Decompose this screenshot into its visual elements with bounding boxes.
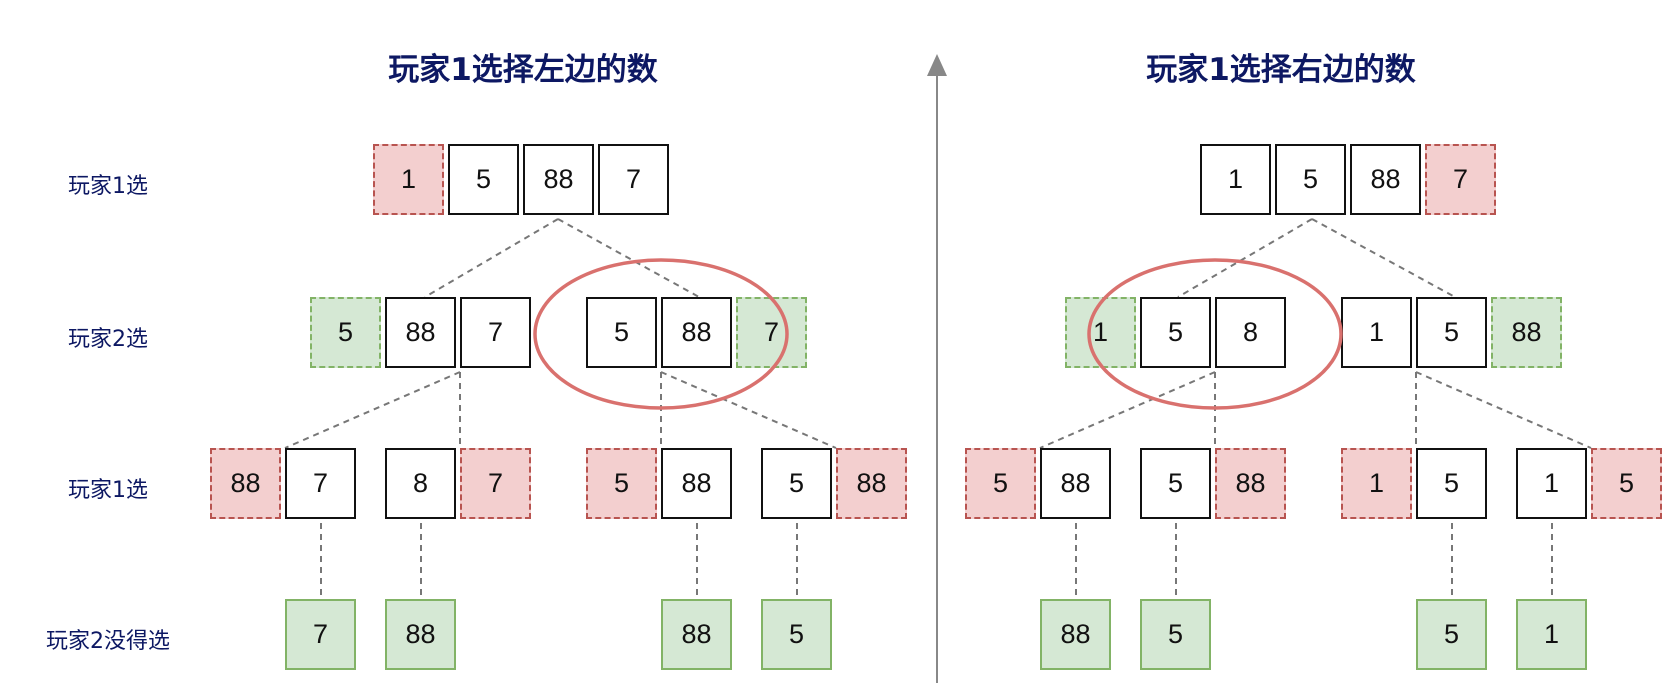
cell-picked: 1: [1341, 448, 1412, 519]
cell-remaining: 5: [1275, 144, 1346, 215]
cell-picked: 88: [1215, 448, 1286, 519]
connector-line: [660, 371, 837, 449]
right-title: 玩家1选择右边的数: [1146, 52, 1416, 88]
cell-picked: 88: [836, 448, 907, 519]
row-label-1: 玩家1选: [68, 174, 148, 199]
row-label-2: 玩家2选: [68, 327, 148, 352]
left-title: 玩家1选择左边的数: [388, 52, 658, 88]
cell-remaining: 8: [385, 448, 456, 519]
cell-remaining: 1: [1516, 448, 1587, 519]
axis-arrow-icon: [927, 54, 947, 76]
cell-remaining: 7: [598, 144, 669, 215]
cell-picked: 88: [1491, 297, 1562, 368]
tree-connectors: [284, 218, 1592, 599]
cell-final: 1: [1516, 599, 1587, 670]
cell-final: 5: [761, 599, 832, 670]
connector-line: [557, 218, 700, 298]
cell-picked: 7: [1425, 144, 1496, 215]
cell-picked: 5: [586, 448, 657, 519]
connector-line: [1311, 218, 1456, 298]
connector-line: [1415, 371, 1592, 449]
cell-remaining: 1: [1341, 297, 1412, 368]
connector-line: [1039, 371, 1216, 449]
cell-final: 5: [1140, 599, 1211, 670]
cell-picked: 7: [736, 297, 807, 368]
cell-final: 7: [285, 599, 356, 670]
cell-remaining: 5: [761, 448, 832, 519]
center-axis: [927, 54, 947, 683]
cell-remaining: 88: [385, 297, 456, 368]
cell-picked: 7: [460, 448, 531, 519]
cell-remaining: 1: [1200, 144, 1271, 215]
cell-final: 88: [1040, 599, 1111, 670]
cell-final: 88: [385, 599, 456, 670]
cell-remaining: 5: [448, 144, 519, 215]
cell-remaining: 88: [1040, 448, 1111, 519]
cell-picked: 1: [373, 144, 444, 215]
cell-remaining: 5: [1140, 448, 1211, 519]
cell-picked: 5: [965, 448, 1036, 519]
cell-remaining: 5: [1416, 297, 1487, 368]
row-label-3: 玩家1选: [68, 478, 148, 503]
cell-final: 5: [1416, 599, 1487, 670]
connector-line: [1177, 218, 1313, 298]
cell-remaining: 5: [586, 297, 657, 368]
cell-remaining: 7: [285, 448, 356, 519]
cell-picked: 88: [210, 448, 281, 519]
cell-picked: 5: [310, 297, 381, 368]
cell-picked: 1: [1065, 297, 1136, 368]
cell-picked: 5: [1591, 448, 1662, 519]
cell-remaining: 5: [1416, 448, 1487, 519]
cell-remaining: 7: [460, 297, 531, 368]
row-label-4: 玩家2没得选: [46, 629, 170, 654]
connector-line: [424, 218, 559, 298]
cell-remaining: 88: [1350, 144, 1421, 215]
cell-remaining: 8: [1215, 297, 1286, 368]
cell-remaining: 88: [523, 144, 594, 215]
connector-line: [284, 371, 461, 449]
cell-final: 88: [661, 599, 732, 670]
cell-remaining: 5: [1140, 297, 1211, 368]
cell-remaining: 88: [661, 297, 732, 368]
cell-remaining: 88: [661, 448, 732, 519]
